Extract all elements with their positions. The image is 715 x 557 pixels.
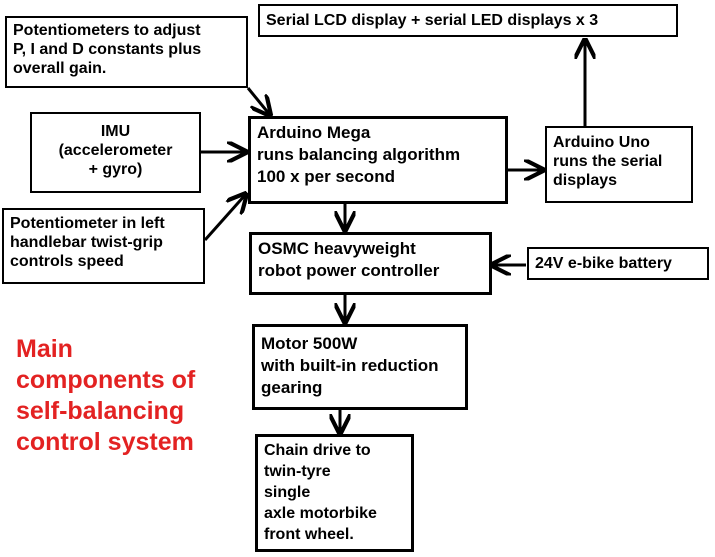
arduino-uno-box: Arduino Uno runs the serial displays [545, 126, 693, 203]
potentiometers-pid-box: Potentiometers to adjust P, I and D cons… [5, 16, 248, 88]
motor-box: Motor 500W with built-in reduction geari… [252, 324, 468, 410]
diagram-title: Main components of self-balancing contro… [16, 335, 196, 456]
chain-drive-box: Chain drive to twin-tyre single axle mot… [255, 434, 414, 552]
imu-box: IMU (accelerometer + gyro) [30, 112, 201, 193]
arduino-mega-box: Arduino Mega runs balancing algorithm 10… [248, 116, 508, 204]
edge-speed-to-mega [203, 194, 246, 241]
osmc-box: OSMC heavyweight robot power controller [249, 232, 492, 295]
potentiometer-speed-box: Potentiometer in left handlebar twist-gr… [2, 208, 205, 284]
edge-potentiometers-to-mega [246, 87, 270, 115]
lcd-display-box: Serial LCD display + serial LED displays… [258, 4, 678, 37]
battery-box: 24V e-bike battery [527, 247, 709, 280]
